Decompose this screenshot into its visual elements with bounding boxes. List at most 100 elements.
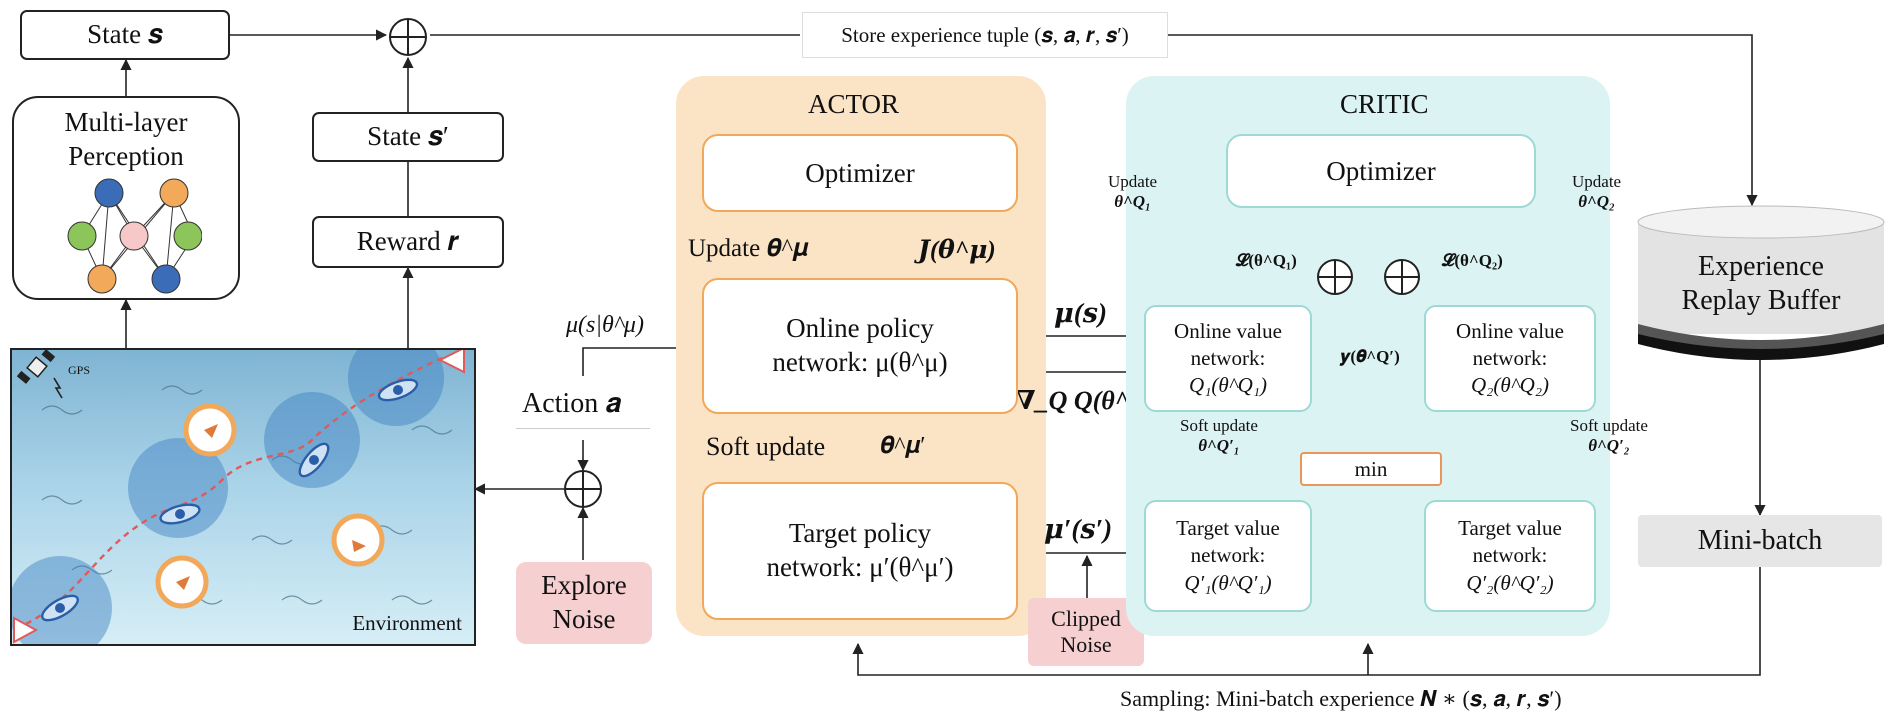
mlp-label-line1: Multi-layer [64,107,188,137]
action-label: Action 𝒂 [522,388,622,419]
explore-noise-line2: Noise [552,604,616,634]
target-value-1-box: Target value network: Q′₁(θ^Q′₁) [1144,500,1312,612]
soft-update-right-line1: Soft update [1570,416,1648,435]
trajectory-path [25,356,443,626]
critic-sum-circle-2 [1384,259,1420,295]
update-right-label: Update θ^Q₂ [1572,172,1621,211]
online-policy-line2: network: μ(θ^μ) [772,347,948,377]
soft-update-left-label: Soft update θ^Q′₁ [1180,416,1258,455]
soft-update-left-line1: Soft update [1180,416,1258,435]
replay-buffer-label: Experience Replay Buffer [1668,250,1854,317]
clipped-noise-line2: Noise [1060,632,1112,657]
online-value-1-line2: network: [1190,345,1266,370]
j-theta-mu-label: 𝑱(𝜽^𝝁) [918,237,996,264]
explore-noise-box: Explore Noise [516,562,652,644]
update-theta-mu-label: Update 𝜽^𝝁 [688,235,809,262]
y-label: 𝒚(𝜽^Q′) [1340,347,1400,366]
target-value-1-line3: Q′₁(θ^Q′₁) [1184,570,1272,595]
loss1-label: 𝓛(θ^Q₁) [1236,251,1297,270]
goal-flag [437,350,465,374]
clipped-noise-box: Clipped Noise [1028,598,1144,666]
target-value-2-line3: Q′₂(θ^Q′₂) [1466,570,1554,595]
actor-optimizer-label: Optimizer [805,157,915,188]
mini-batch-label: Mini-batch [1697,525,1823,556]
node-blue-1 [94,178,124,208]
clipped-noise-line1: Clipped [1051,605,1121,631]
soft-update-right-line2: θ^Q′₂ [1588,435,1630,455]
target-value-1-line2: network: [1190,543,1266,568]
neural-net-icon [67,178,202,294]
satellite-icon [16,350,63,399]
reward-label: Reward 𝒓 [356,226,460,256]
online-policy-box: Online policy network: μ(θ^μ) [702,278,1018,414]
node-pink [119,221,149,251]
sum-top-to-buffer-line [430,34,1752,205]
node-orange-2 [87,264,117,294]
online-value-2-line3: Q₂(θ^Q₂) [1470,373,1550,398]
mlp-box: Multi-layer Perception [12,96,240,300]
update-left-line1: Update [1108,172,1158,191]
update-left-line2: θ^Q₁ [1114,191,1151,211]
min-label: min [1354,456,1388,481]
action-underline [516,428,650,429]
min-box: min [1300,452,1442,486]
store-tuple-box: Store experience tuple (𝒔, 𝒂, 𝒓, 𝒔′) [802,12,1168,58]
critic-title: CRITIC [1340,89,1429,119]
target-policy-line2: network: μ′(θ^μ′) [766,552,954,582]
update-right-line1: Update [1572,172,1622,191]
node-orange-1 [159,178,189,208]
replay-buffer-cylinder [1637,205,1885,360]
replay-buffer-line1: Experience [1698,251,1824,282]
sum-circle-top [389,18,427,56]
environment-scene [12,350,465,644]
update-right-line2: θ^Q₂ [1578,191,1615,211]
replay-buffer-line2: Replay Buffer [1681,284,1841,316]
target-policy-line1: Target policy [788,518,932,549]
sampling-line [852,567,1761,676]
state-s-box: State 𝒔 [20,10,230,60]
target-value-2-line1: Target value [1458,516,1562,541]
gps-label: GPS [68,363,91,377]
sum-circle-action [564,470,602,508]
online-value-2-line2: network: [1472,345,1548,370]
mini-batch-box: Mini-batch [1638,515,1882,567]
critic-optimizer-box: Optimizer [1226,134,1536,208]
online-value-2-box: Online value network: Q₂(θ^Q₂) [1424,305,1596,412]
environment-panel: GPS Environment [10,348,476,646]
soft-update-label: Soft update [706,432,826,461]
actor-title: ACTOR [808,89,900,119]
node-green-1 [67,221,97,251]
online-value-1-line1: Online value [1174,318,1282,343]
target-policy-box: Target policy network: μ′(θ^μ′) [702,482,1018,620]
theta-mu-prime-label: 𝜽^𝝁′ [880,433,926,459]
update-left-label: Update θ^Q₁ [1108,172,1157,211]
state-s-label: State 𝒔 [87,19,163,49]
environment-label: Environment [352,611,462,635]
obstacle-3 [331,513,385,567]
mu-prime-label: 𝝁′(𝒔′) [1044,514,1113,544]
critic-optimizer-label: Optimizer [1326,155,1436,186]
node-blue-2 [151,264,181,294]
state-s-prime-label: State 𝒔′ [367,121,449,151]
sampling-label: Sampling: Mini-batch experience 𝑵 ∗ (𝒔, … [1120,686,1562,711]
target-value-2-box: Target value network: Q′₂(θ^Q′₂) [1424,500,1596,612]
online-value-1-line3: Q₁(θ^Q₁) [1188,373,1268,398]
actor-optimizer-box: Optimizer [702,134,1018,212]
mlp-label-line2: Perception [68,140,184,171]
policy-output-label: μ(s|θ^μ) [566,312,644,338]
online-policy-line1: Online policy [786,313,934,344]
target-value-1-line1: Target value [1176,516,1280,541]
store-tuple-label: Store experience tuple (𝒔, 𝒂, 𝒓, 𝒔′) [841,22,1129,47]
policy-to-action-line [582,347,700,376]
mu-s-label: 𝝁(𝒔) [1054,298,1107,328]
online-value-2-line1: Online value [1456,318,1564,343]
loss2-label: 𝓛(θ^Q₂) [1442,251,1503,270]
online-value-1-box: Online value network: Q₁(θ^Q₁) [1144,305,1312,412]
target-value-2-line2: network: [1472,543,1548,568]
state-s-prime-box: State 𝒔′ [312,112,504,162]
critic-sum-circle-1 [1317,259,1353,295]
start-flag [13,616,39,644]
soft-update-right-label: Soft update θ^Q′₂ [1570,416,1648,455]
node-green-2 [173,221,202,251]
reward-box: Reward 𝒓 [312,216,504,268]
